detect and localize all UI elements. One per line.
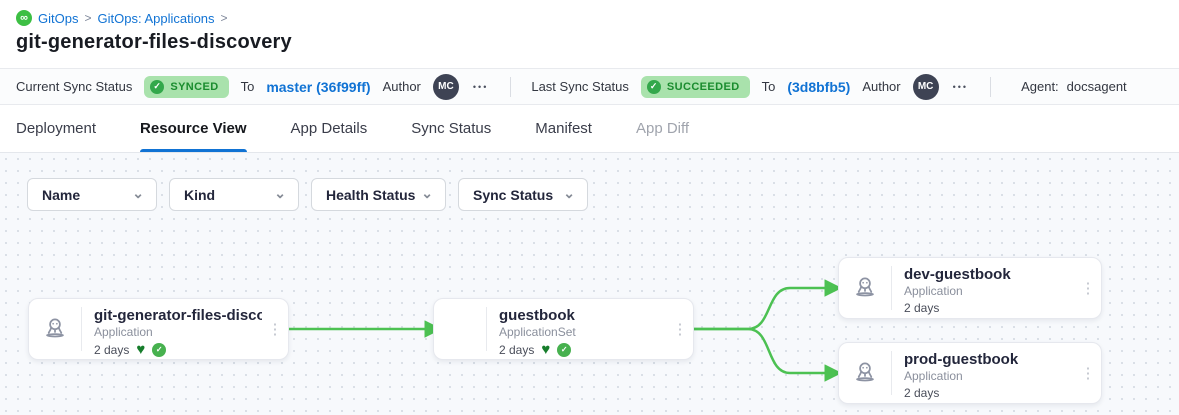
node-menu-icon[interactable]: ⋮ [267,321,283,338]
node-title: prod-guestbook [904,351,1019,368]
node-icon-slot [434,299,486,359]
argo-application-icon [29,299,81,359]
node-meta: 2 days ♥ ✓ [499,342,667,357]
current-author-avatar: MC [432,73,459,100]
node-age: 2 days [904,301,940,315]
last-author-label: Author [862,79,901,94]
resource-graph-canvas[interactable]: Name ⌄ Kind ⌄ Health Status ⌄ Sync Statu… [0,153,1179,415]
last-sync-to-label: To [761,79,776,94]
last-author-avatar: MC [912,73,939,100]
filter-bar: Name ⌄ Kind ⌄ Health Status ⌄ Sync Statu… [27,178,588,211]
filter-sync-status-label: Sync Status [473,186,554,203]
argo-application-icon [839,258,891,318]
agent-info: Agent: docsagent [1021,79,1127,94]
node-menu-icon[interactable]: ⋮ [672,321,688,338]
node-title: guestbook [499,307,575,324]
last-sync-label: Last Sync Status [531,79,629,94]
node-meta: 2 days [904,386,1075,400]
node-title: dev-guestbook [904,266,1011,283]
current-sync-badge-label: SYNCED [170,80,219,93]
node-git-generator-files-discovery[interactable]: git-generator-files-disco... Application… [28,298,289,360]
tab-manifest[interactable]: Manifest [535,120,592,137]
node-kind: Application [904,284,963,298]
node-age: 2 days [499,342,535,357]
node-guestbook[interactable]: guestbook ApplicationSet 2 days ♥ ✓ ⋮ [433,298,694,360]
health-heart-icon: ♥ [541,341,551,358]
filter-name-label: Name [42,186,81,203]
filter-sync-status[interactable]: Sync Status ⌄ [458,178,588,211]
filter-health-status[interactable]: Health Status ⌄ [311,178,446,211]
sync-status-bar: Current Sync Status ✓ SYNCED To master (… [0,68,1179,105]
agent-value: docsagent [1066,79,1127,94]
agent-label: Agent: [1021,79,1059,94]
last-sync-badge: ✓ SUCCEEDED [640,75,750,98]
tab-bar: Deployment Resource View App Details Syn… [0,105,1179,153]
tab-resource-view[interactable]: Resource View [140,105,247,152]
check-circle-icon: ✓ [150,79,165,94]
current-sync-badge: ✓ SYNCED [144,75,229,98]
last-sync-revision-link[interactable]: (3d8bfb5) [787,78,851,95]
current-sync-revision-link[interactable]: master (36f99ff) [266,78,371,95]
sync-check-icon: ✓ [152,342,167,357]
last-sync-menu-icon[interactable]: ••• [952,81,969,92]
chevron-down-icon: ⌄ [421,184,433,201]
node-age: 2 days [94,342,130,357]
node-menu-icon[interactable]: ⋮ [1080,280,1096,297]
gitops-logo-icon: ∞ [16,10,32,26]
node-body: git-generator-files-disco... Application… [82,299,262,359]
node-prod-guestbook[interactable]: prod-guestbook Application 2 days ⋮ [838,342,1102,404]
node-body: prod-guestbook Application 2 days [892,343,1075,403]
divider [990,76,992,97]
breadcrumb-separator: > [84,11,92,25]
breadcrumb-separator: > [220,11,228,25]
node-menu-icon[interactable]: ⋮ [1080,365,1096,382]
node-kind: Application [904,369,963,383]
page-title: git-generator-files-discovery [16,31,292,53]
divider [891,266,892,310]
node-meta: 2 days ♥ ✓ [94,342,262,357]
breadcrumb: ∞ GitOps > GitOps: Applications > [16,10,1163,26]
current-sync-to-label: To [240,79,255,94]
node-title: git-generator-files-disco... [94,307,262,324]
chevron-down-icon: ⌄ [274,184,286,201]
divider [510,76,512,97]
node-body: dev-guestbook Application 2 days [892,258,1075,318]
page-header: ∞ GitOps > GitOps: Applications > git-ge… [0,0,1179,68]
node-body: guestbook ApplicationSet 2 days ♥ ✓ [487,299,667,359]
node-kind: Application [94,325,153,339]
last-sync-badge-label: SUCCEEDED [666,80,740,93]
filter-name[interactable]: Name ⌄ [27,178,157,211]
current-author-label: Author [382,79,421,94]
argo-application-icon [839,343,891,403]
check-circle-icon: ✓ [646,79,661,94]
divider [486,307,487,351]
health-heart-icon: ♥ [136,341,146,358]
breadcrumb-gitops[interactable]: GitOps [38,10,79,26]
tab-app-diff: App Diff [635,120,690,137]
node-dev-guestbook[interactable]: dev-guestbook Application 2 days ⋮ [838,257,1102,319]
tab-app-details[interactable]: App Details [290,120,368,137]
sync-check-icon: ✓ [557,342,572,357]
tab-sync-status[interactable]: Sync Status [411,120,492,137]
breadcrumb-applications[interactable]: GitOps: Applications [97,10,215,26]
divider [81,307,82,351]
divider [891,351,892,395]
current-sync-menu-icon[interactable]: ••• [472,81,489,92]
tab-deployment[interactable]: Deployment [16,120,97,137]
chevron-down-icon: ⌄ [563,184,575,201]
filter-kind-label: Kind [184,186,216,203]
node-kind: ApplicationSet [499,325,576,339]
graph-edges [289,279,842,382]
current-sync-label: Current Sync Status [16,79,133,94]
filter-health-status-label: Health Status [326,186,416,203]
filter-kind[interactable]: Kind ⌄ [169,178,299,211]
node-meta: 2 days [904,301,1075,315]
node-age: 2 days [904,386,940,400]
chevron-down-icon: ⌄ [132,184,144,201]
